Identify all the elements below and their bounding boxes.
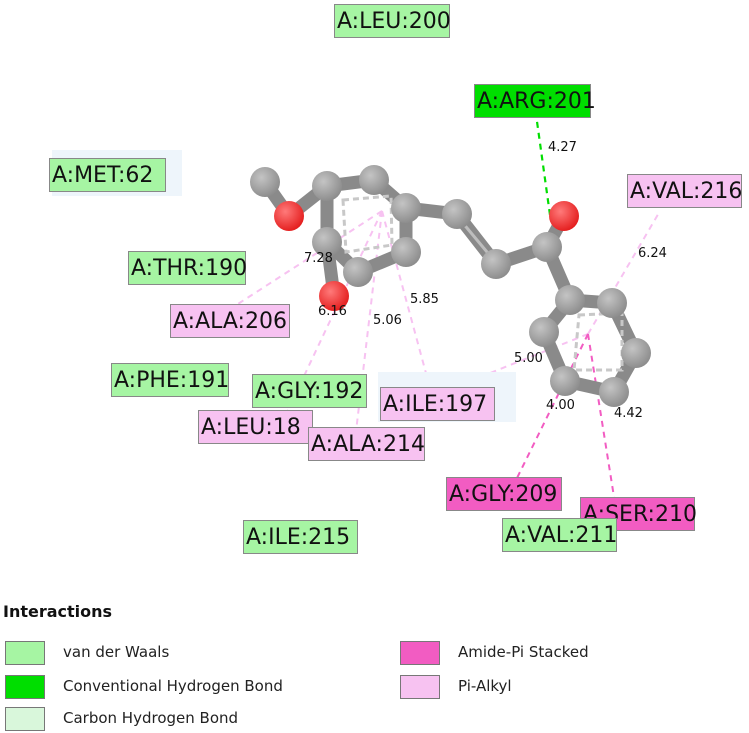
legend-title: Interactions (3, 602, 113, 621)
legend-swatch (400, 641, 440, 665)
residue-val211: A:VAL:211 (502, 518, 617, 552)
distance-label: 5.06 (373, 313, 402, 328)
legend-swatch (5, 707, 45, 731)
legend-label: Pi-Alkyl (458, 677, 512, 695)
carbon-atom (391, 237, 421, 267)
residue-ile215: A:ILE:215 (243, 520, 358, 554)
interaction-line (532, 99, 552, 216)
residue-gly209: A:GLY:209 (446, 477, 562, 511)
aromatic-ring (572, 311, 624, 372)
ligand-molecule (250, 165, 651, 407)
legend-label: Amide-Pi Stacked (458, 643, 589, 661)
residue-ile197: A:ILE:197 (380, 387, 495, 421)
residue-ala214: A:ALA:214 (308, 427, 425, 461)
carbon-atom (391, 193, 421, 223)
carbon-atom (555, 285, 585, 315)
interaction-diagram: 4.27 6.24 7.28 6.16 5.06 5.85 5.00 4.00 4.42 (209, 99, 667, 498)
distance-label: 4.00 (546, 398, 575, 413)
residue-arg201: A:ARG:201 (474, 84, 596, 118)
interaction-line (209, 210, 383, 323)
residue-thr190: A:THR:190 (128, 251, 247, 285)
carbon-atom (442, 199, 472, 229)
residue-gly192: A:GLY:192 (252, 374, 367, 408)
distance-label: 6.24 (638, 246, 667, 261)
legend-swatch (400, 675, 440, 699)
residue-ala206: A:ALA:206 (170, 304, 290, 338)
carbon-atom (550, 366, 580, 396)
carbon-atom (529, 317, 559, 347)
carbon-atom (312, 227, 342, 257)
distance-label: 5.85 (410, 292, 439, 307)
residue-phe191: A:PHE:191 (111, 363, 229, 397)
carbon-atom (250, 167, 280, 197)
carbon-atom (359, 165, 389, 195)
interaction-line (381, 210, 431, 389)
legend-label: van der Waals (63, 643, 170, 661)
oxygen-atom (274, 201, 304, 231)
legend-swatch (5, 641, 45, 665)
carbon-atom (597, 288, 627, 318)
distance-label: 7.28 (304, 251, 333, 266)
distance-labels: 4.27 6.24 7.28 6.16 5.06 5.85 5.00 4.00 4.42 (304, 140, 667, 421)
residue-leu200: A:LEU:200 (334, 4, 451, 38)
carbon-atom (312, 171, 342, 201)
carbon-atom (599, 377, 629, 407)
legend-label: Carbon Hydrogen Bond (63, 709, 239, 727)
interaction-line (286, 210, 383, 413)
carbon-atom (481, 249, 511, 279)
distance-label: 6.16 (318, 304, 347, 319)
distance-label: 5.00 (514, 351, 543, 366)
residue-leu18: A:LEU:18 (198, 410, 313, 444)
interaction-line (587, 333, 615, 498)
distance-label: 4.27 (548, 140, 577, 155)
carbon-atom (343, 257, 373, 287)
residue-met62: A:MET:62 (49, 158, 166, 192)
oxygen-atom (319, 281, 349, 311)
carbon-atom (621, 338, 651, 368)
residue-val216: A:VAL:216 (627, 174, 742, 208)
aromatic-ring (341, 194, 394, 254)
legend-label: Conventional Hydrogen Bond (63, 677, 283, 695)
distance-label: 4.42 (614, 406, 643, 421)
carbon-atom (532, 232, 562, 262)
oxygen-atom (549, 201, 579, 231)
legend-swatch (5, 675, 45, 699)
